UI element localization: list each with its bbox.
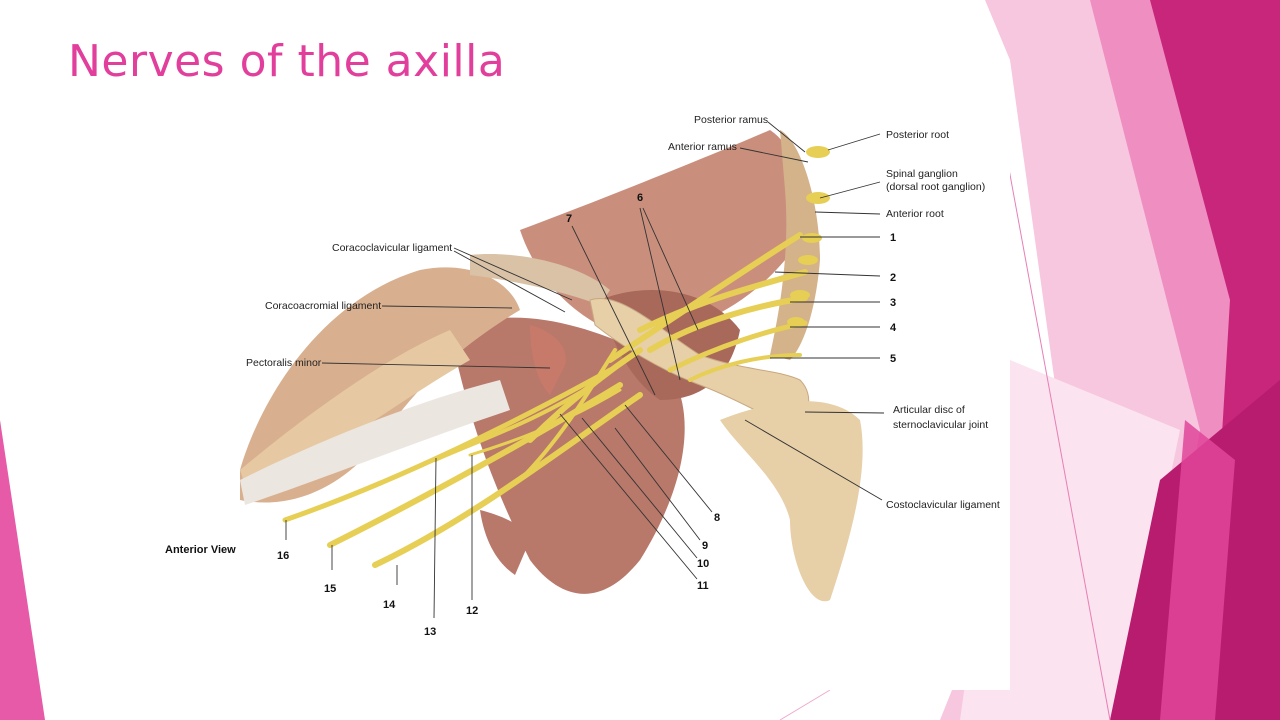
nerve-root-3	[647, 295, 808, 353]
callout-number: 1	[890, 232, 896, 244]
anatomy-figure: Posterior ramus Anterior ramus Posterior…	[150, 100, 1010, 690]
label-posterior-root: Posterior root	[886, 129, 949, 141]
callout-number: 5	[890, 353, 896, 365]
decor-shape-right-pale	[960, 360, 1180, 720]
label-costoclavicular-ligament: Costoclavicular ligament	[886, 499, 1000, 511]
nerve-15	[327, 382, 623, 548]
nerves-illustration: Posterior ramus Anterior ramus Posterior…	[150, 100, 1010, 690]
lower-muscle	[480, 510, 530, 575]
tendon-bundle	[240, 380, 510, 505]
sternum	[720, 401, 863, 602]
nerve-12	[468, 388, 622, 457]
label-spinal-ganglion: Spinal ganglion	[886, 168, 958, 180]
brachial-plexus	[282, 232, 808, 568]
callout-number: 7	[566, 213, 572, 225]
pectoralis-minor-muscle	[530, 325, 566, 395]
callout-number: 16	[277, 550, 289, 562]
decor-shape-left	[0, 420, 45, 720]
label-pectoralis-minor: Pectoralis minor	[246, 357, 322, 369]
nerve-13	[433, 378, 602, 462]
decor-shape-right-bright	[1160, 420, 1235, 720]
callout-number: 15	[324, 583, 336, 595]
nerve-root-1	[607, 232, 803, 363]
callout-number: 12	[466, 605, 478, 617]
chest-muscle	[450, 317, 685, 594]
callout-number: 6	[637, 192, 643, 204]
callout-number: 3	[890, 297, 896, 309]
label-anterior-view: Anterior View	[165, 544, 236, 556]
label-spinal-ganglion-sub: (dorsal root ganglion)	[886, 181, 985, 193]
label-articular-disc-sub: sternoclavicular joint	[893, 419, 988, 431]
slide-title: Nerves of the axilla	[68, 36, 506, 87]
label-coracoclavicular-ligament: Coracoclavicular ligament	[332, 242, 452, 254]
decor-thin-line	[779, 689, 831, 720]
label-coracoacromial-ligament: Coracoacromial ligament	[265, 300, 381, 312]
leader-lines	[285, 121, 885, 619]
coracoclavicular-ligament-shape	[470, 254, 610, 305]
label-articular-disc: Articular disc of	[893, 404, 965, 416]
callout-number: 13	[424, 626, 436, 638]
nerve-14	[372, 392, 643, 568]
callout-number: 8	[714, 512, 720, 524]
callout-number: 9	[702, 540, 708, 552]
label-anterior-ramus: Anterior ramus	[668, 141, 737, 153]
label-anterior-root: Anterior root	[886, 208, 944, 220]
callout-number: 2	[890, 272, 896, 284]
nerve-root-2	[637, 269, 808, 333]
nerve-root-5	[688, 353, 802, 382]
callout-number: 4	[890, 322, 897, 334]
callout-number: 11	[697, 580, 709, 592]
callout-number: 14	[383, 599, 396, 611]
spinal-ganglia	[787, 146, 830, 327]
callout-number: 10	[697, 558, 709, 570]
decor-thin-line	[999, 119, 1111, 720]
nerve-branch	[518, 348, 617, 482]
label-posterior-ramus: Posterior ramus	[694, 114, 768, 126]
